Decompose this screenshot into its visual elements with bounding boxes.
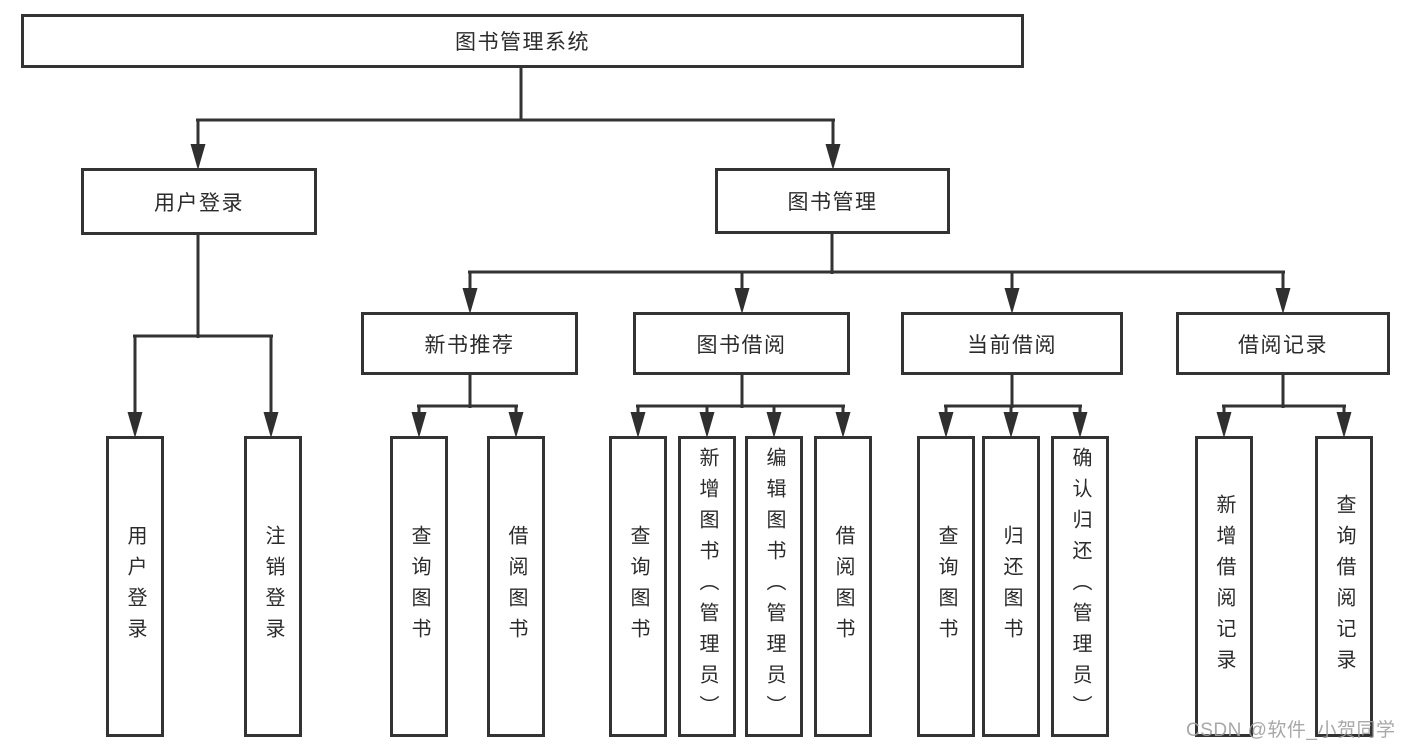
leaf-label: 借阅图书 (505, 524, 527, 649)
leaf-query-books-recommend: 查询图书 (390, 436, 448, 737)
leaf-label: 新增借阅记录 (1213, 493, 1235, 680)
node-book-management: 图书管理 (715, 168, 950, 234)
leaf-query-books-borrowing: 查询图书 (609, 436, 667, 737)
leaf-label: 归还图书 (1000, 524, 1022, 649)
leaf-logout: 注销登录 (244, 436, 302, 737)
node-library-management-system: 图书管理系统 (21, 14, 1024, 68)
node-borrowing-records: 借阅记录 (1176, 312, 1390, 375)
node-new-book-recommendation: 新书推荐 (361, 312, 578, 375)
leaf-return-books: 归还图书 (982, 436, 1040, 737)
leaf-query-borrow-record: 查询借阅记录 (1315, 436, 1373, 737)
leaf-borrow-books-recommend: 借阅图书 (487, 436, 545, 737)
leaf-user-login: 用户登录 (106, 436, 164, 737)
node-current-borrowing: 当前借阅 (901, 312, 1123, 375)
leaf-query-books-current: 查询图书 (917, 436, 975, 737)
leaf-confirm-return-admin: 确认归还（管理员） (1051, 436, 1109, 737)
leaf-add-books-admin: 新增图书（管理员） (678, 436, 736, 737)
leaf-label: 查询图书 (408, 524, 430, 649)
csdn-watermark: CSDN @软件_小贺同学 (1186, 720, 1396, 741)
leaf-label: 用户登录 (124, 524, 146, 649)
leaf-add-borrow-record: 新增借阅记录 (1195, 436, 1253, 737)
node-label: 图书管理系统 (455, 31, 590, 54)
leaf-label: 查询图书 (935, 524, 957, 649)
leaf-label: 新增图书（管理员） (696, 447, 718, 726)
node-user-login: 用户登录 (81, 168, 317, 235)
leaf-label: 借阅图书 (832, 524, 854, 649)
leaf-label: 注销登录 (262, 524, 284, 649)
node-label: 借阅记录 (1238, 333, 1328, 357)
node-book-borrowing: 图书借阅 (633, 312, 850, 375)
leaf-label: 编辑图书（管理员） (763, 447, 785, 726)
leaf-label: 查询图书 (627, 524, 649, 649)
leaf-edit-books-admin: 编辑图书（管理员） (745, 436, 803, 737)
node-label: 用户登录 (154, 191, 244, 215)
node-label: 当前借阅 (967, 333, 1057, 357)
node-label: 图书管理 (787, 191, 878, 214)
leaf-label: 确认归还（管理员） (1069, 447, 1091, 726)
leaf-borrow-books-borrowing: 借阅图书 (814, 436, 872, 737)
node-label: 新书推荐 (424, 333, 515, 357)
node-label: 图书借阅 (696, 333, 787, 357)
leaf-label: 查询借阅记录 (1333, 493, 1355, 680)
